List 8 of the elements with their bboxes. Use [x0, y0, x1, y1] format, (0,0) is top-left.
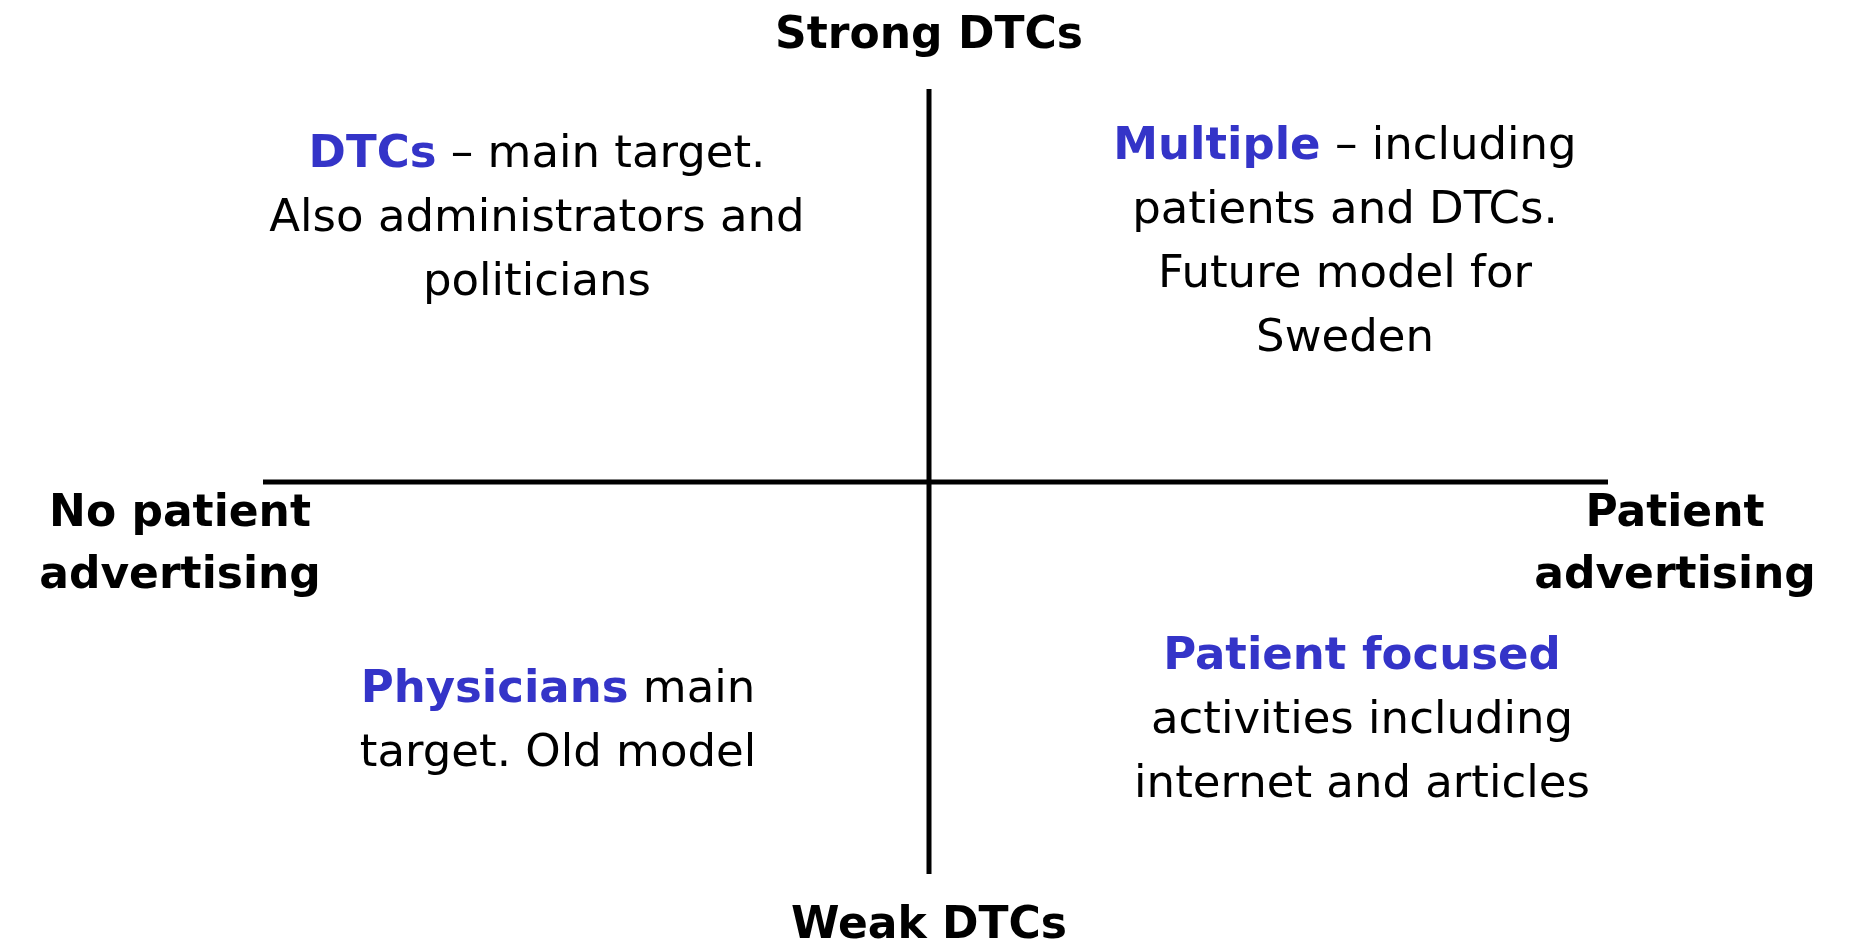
quadrant-text: Patient focused activities including internet and articles [1133, 626, 1591, 810]
axis-label: Strong DTCs [774, 6, 1084, 60]
axis-label: No patient advertising [38, 484, 322, 600]
quadrant-text: DTCs – main target. Also administrators and politicians [268, 124, 806, 308]
axis-label: Patient advertising [1533, 484, 1817, 600]
axis-label: Weak DTCs [789, 896, 1069, 944]
quadrant-text: Multiple – including patients and DTCs. Future model for Sweden [1112, 116, 1578, 364]
quadrant-text: Physicians main target. Old model [358, 659, 758, 779]
